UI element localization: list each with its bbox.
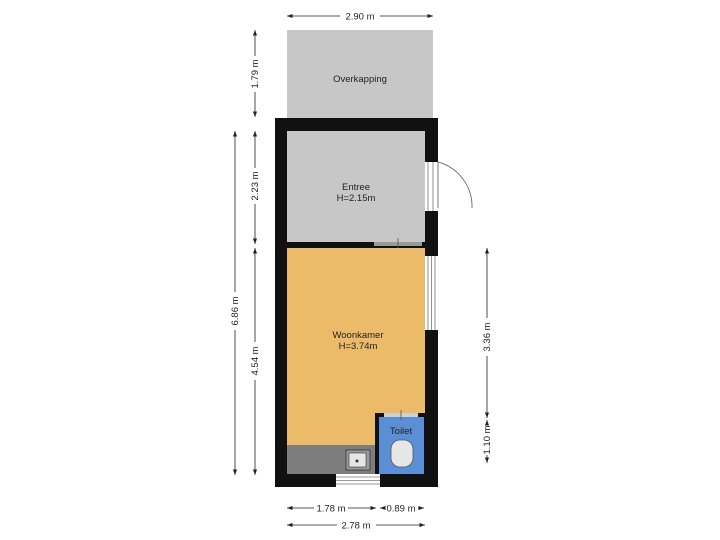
dim-woonkamer-depth: 4.54 m — [250, 346, 261, 375]
dim-bottom-left: 1.78 m — [316, 504, 345, 515]
toilet-label: Toilet — [390, 426, 413, 437]
dim-top-width: 2.90 m — [345, 12, 374, 23]
dim-right-lower: 1.10 m — [482, 425, 493, 454]
entree-height: H=2.15m — [337, 193, 376, 204]
front-door-swing-icon — [437, 161, 473, 209]
entree-floor — [287, 131, 425, 242]
dim-total-depth: 6.86 m — [230, 296, 241, 325]
dim-entree-depth: 2.23 m — [250, 171, 261, 200]
toilet-bowl-icon — [390, 439, 414, 468]
sink-tap-icon — [355, 459, 359, 463]
woonkamer-height: H=3.74m — [339, 341, 378, 352]
dim-right-upper: 3.36 m — [482, 322, 493, 351]
dim-bottom-right: 0.89 m — [386, 504, 415, 515]
dim-bottom-total: 2.78 m — [341, 521, 370, 532]
overkapping-area — [287, 30, 433, 118]
front-door-opening — [425, 162, 438, 211]
woonkamer-label: Woonkamer — [332, 330, 383, 341]
overkapping-label: Overkapping — [333, 74, 387, 85]
interior-wall — [287, 242, 425, 247]
entree-label: Entree — [342, 182, 370, 193]
dim-overkapping-depth: 1.79 m — [250, 59, 261, 88]
